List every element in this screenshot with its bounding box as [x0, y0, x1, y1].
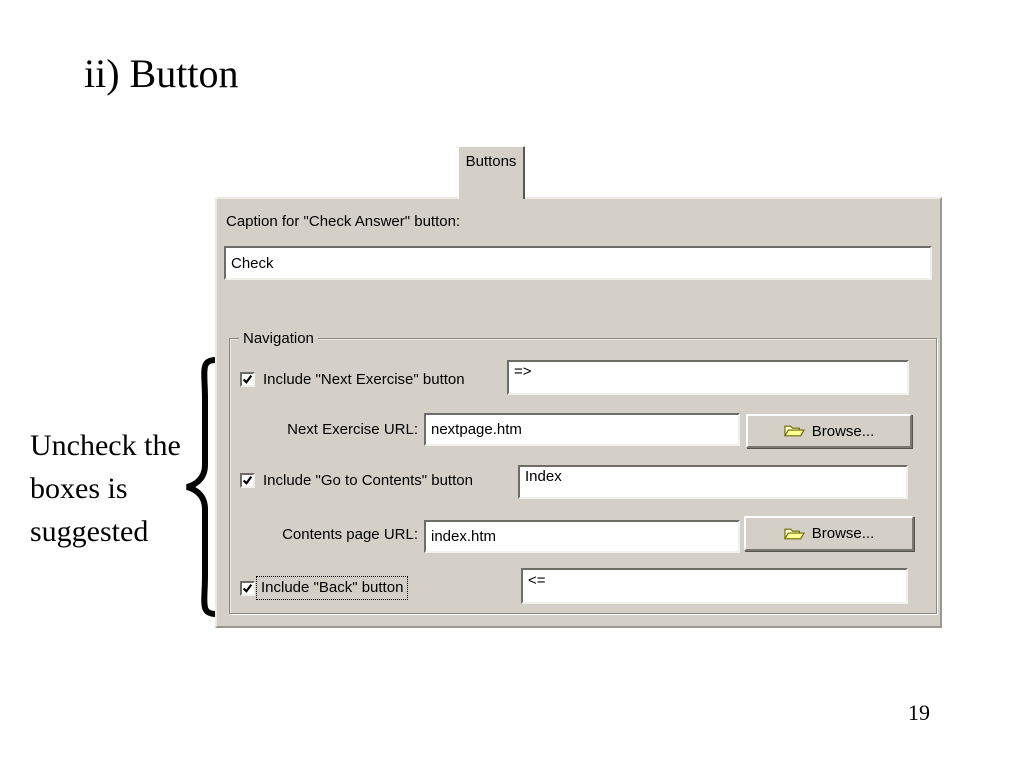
browse-button-label: Browse... — [811, 525, 875, 542]
checkmark-icon — [242, 583, 253, 593]
include-go-to-contents-checkbox[interactable] — [240, 473, 255, 488]
browse-next-exercise-button[interactable]: Browse... — [746, 414, 912, 448]
include-back-checkbox[interactable] — [240, 581, 255, 596]
annotation-line: Uncheck the — [30, 429, 181, 462]
open-folder-icon — [783, 425, 805, 437]
navigation-group-label: Navigation — [239, 330, 318, 347]
buttons-dialog-panel: Caption for "Check Answer" button: Navig… — [215, 197, 942, 628]
include-next-exercise-checkbox[interactable] — [240, 372, 255, 387]
include-back-label: Include "Back" button — [256, 576, 409, 600]
checkmark-icon — [242, 374, 253, 384]
next-exercise-url-label: Next Exercise URL: — [287, 421, 418, 438]
contents-page-url-input[interactable] — [424, 520, 740, 553]
caption-check-answer-input[interactable] — [224, 246, 932, 280]
contents-page-url-label: Contents page URL: — [282, 526, 418, 543]
include-next-exercise-label: Include "Next Exercise" button — [263, 371, 465, 388]
next-exercise-url-input[interactable] — [424, 413, 740, 446]
annotation-line: suggested — [30, 515, 149, 548]
annotation-line: boxes is — [30, 472, 128, 505]
go-to-contents-caption-input[interactable] — [518, 465, 908, 499]
next-exercise-caption-input[interactable] — [507, 360, 909, 395]
browse-contents-page-button[interactable]: Browse... — [744, 516, 914, 551]
navigation-groupbox: Navigation Include "Next Exercise" butto… — [229, 330, 937, 614]
tab-buttons-label: Buttons — [465, 153, 517, 170]
open-folder-icon — [783, 528, 805, 539]
browse-button-label: Browse... — [811, 422, 875, 440]
back-caption-input[interactable] — [521, 568, 908, 604]
tab-buttons[interactable]: Buttons — [458, 146, 525, 199]
page-number: 19 — [908, 700, 930, 725]
curly-brace-shape — [183, 357, 221, 622]
include-go-to-contents-label: Include "Go to Contents" button — [263, 472, 473, 489]
page-title: ii) Button — [84, 51, 239, 96]
checkmark-icon — [242, 475, 253, 485]
caption-check-answer-label: Caption for "Check Answer" button: — [226, 213, 461, 230]
annotation-text: Uncheck the boxes is suggested — [30, 424, 181, 553]
